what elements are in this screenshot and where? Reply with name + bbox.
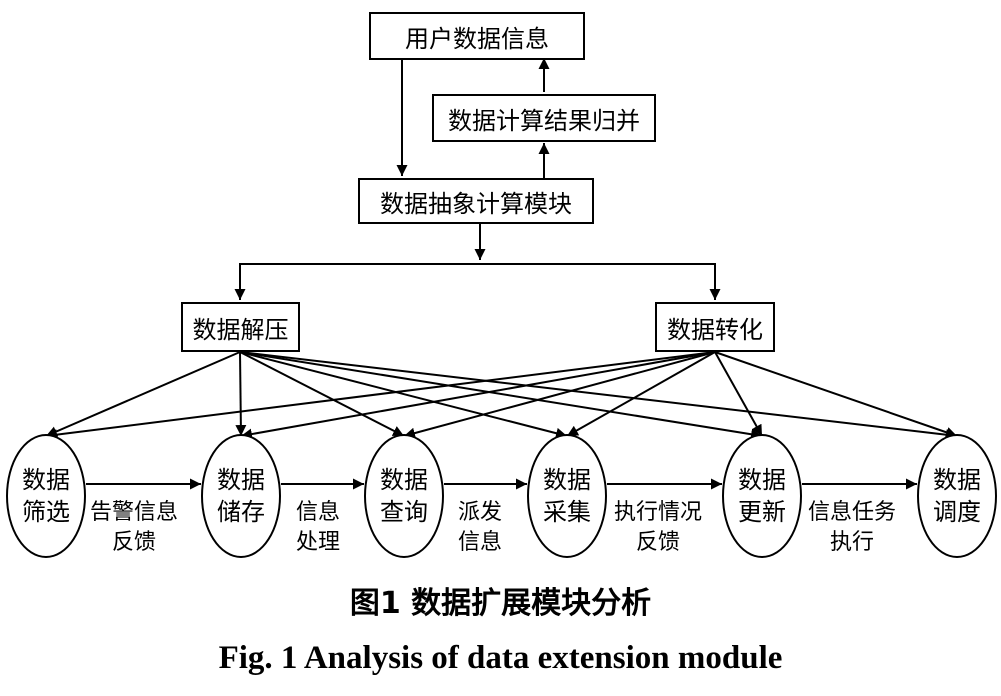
edge-label-execution-feedback: 执行情况 反馈 <box>614 498 702 558</box>
node-label-line2: 调度 <box>933 498 981 526</box>
node-label-line2: 采集 <box>543 498 591 526</box>
edge-label-line1: 派发 <box>457 500 503 525</box>
box-convert: 数据转化 <box>655 302 775 352</box>
node-data-schedule: 数据 调度 <box>917 434 997 558</box>
edge-decompress-to-query <box>239 351 405 437</box>
edge-label-line2: 处理 <box>295 530 341 555</box>
edge-label-line2: 反馈 <box>635 530 681 555</box>
figure-caption-en: Fig. 1 Analysis of data extension module <box>218 640 783 676</box>
edge-label-line1: 告警信息 <box>89 500 179 525</box>
box-decompress: 数据解压 <box>181 302 300 352</box>
edge-label-line1: 信息 <box>295 500 341 525</box>
edge-convert-to-schedule <box>714 351 958 438</box>
edge-label-line2: 反馈 <box>111 530 157 555</box>
node-label-line1: 数据 <box>380 466 428 494</box>
edge-label-line1: 执行情况 <box>613 500 703 525</box>
edge-label-line2: 执行 <box>829 530 875 555</box>
edge-split-bar <box>239 263 716 299</box>
edge-decompress-to-filter <box>45 351 241 437</box>
figure-caption-cn: 图1 数据扩展模块分析 <box>349 586 652 621</box>
node-data-collect: 数据 采集 <box>527 434 607 558</box>
box-abstract-module: 数据抽象计算模块 <box>358 178 594 224</box>
node-label-line1: 数据 <box>543 466 591 494</box>
edge-convert-to-query <box>403 351 716 439</box>
fan-edges <box>45 351 958 441</box>
edge-decompress-to-update <box>239 351 763 440</box>
edge-convert-to-collect <box>566 351 716 437</box>
edge-convert-to-update <box>714 351 763 437</box>
edge-decompress-to-collect <box>239 351 568 439</box>
box-merge-results: 数据计算结果归并 <box>432 94 656 142</box>
edge-label-line1: 信息任务 <box>807 500 897 525</box>
node-data-update: 数据 更新 <box>722 434 802 558</box>
node-label-line1: 数据 <box>933 466 981 494</box>
node-label-line2: 储存 <box>217 498 265 526</box>
edge-label-line2: 信息 <box>457 530 503 555</box>
node-label-line2: 查询 <box>380 498 428 526</box>
node-data-store: 数据 储存 <box>201 434 281 558</box>
edge-decompress-to-schedule <box>239 351 958 441</box>
box-user-data: 用户数据信息 <box>369 12 585 60</box>
node-label-line1: 数据 <box>738 466 786 494</box>
node-label-line2: 更新 <box>738 498 786 526</box>
edge-label-dispatch-info: 派发 信息 <box>458 498 502 558</box>
node-label-line1: 数据 <box>22 466 70 494</box>
edge-convert-to-store <box>240 351 716 440</box>
edge-convert-to-filter <box>45 351 716 441</box>
edge-label-info-processing: 信息 处理 <box>296 498 340 558</box>
edge-decompress-to-store <box>235 351 247 437</box>
edge-label-task-execution: 信息任务 执行 <box>808 498 896 558</box>
node-label-line2: 筛选 <box>22 498 70 526</box>
node-label-line1: 数据 <box>217 466 265 494</box>
edge-label-alarm-feedback: 告警信息 反馈 <box>90 498 178 558</box>
node-data-query: 数据 查询 <box>364 434 444 558</box>
node-data-filter: 数据 筛选 <box>6 434 86 558</box>
